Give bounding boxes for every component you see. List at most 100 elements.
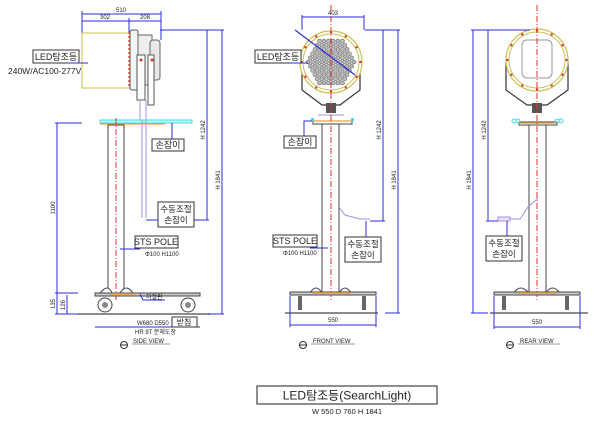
side-dim-302-208: 302 208 [82,15,161,32]
front-manual-handle-label-box [344,236,382,263]
bolt [521,84,524,87]
front-handle-label: 손잡이 [288,136,313,147]
finish-spec: HR 9T 분체도장 [135,328,176,336]
plate-label: 하철판 [146,293,163,301]
side-manual-handle-label-box [157,201,195,228]
side-pole-spec: Φ100 H1100 [145,252,179,258]
front-lamp-label: LED탐조등 [257,51,299,62]
led-cell [326,47,331,52]
led-cell [333,51,338,56]
bolt [550,33,553,36]
led-cell [310,59,315,65]
bolt [550,84,553,87]
dim-label: 510 [116,8,127,14]
led-cell [335,63,341,69]
bolt [565,58,568,62]
led-cell [312,55,318,61]
led-cell [340,72,345,77]
front-pole-label: STS POLE [273,236,317,246]
bolt [521,33,524,36]
front-handle-label-box [283,135,317,149]
led-cell [308,55,313,61]
led-cell [321,80,327,86]
side-lamp-housing [129,29,161,120]
bolt [561,73,564,76]
side-view-title: SIDE VIEW [133,339,164,345]
led-cell [321,63,327,69]
dim-label: 302 [100,15,111,21]
caster [298,296,302,310]
led-cell [340,47,345,52]
side-view: 510 302 208 [8,8,224,349]
led-cell [337,68,343,73]
dim-label: 550 [532,320,543,326]
led-cell [317,63,322,69]
caster [502,296,506,310]
bolt [304,46,307,49]
led-cell [349,55,354,61]
side-base-plate [94,292,201,297]
lamp-beam-area [81,32,131,89]
side-dim-510: 510 [81,8,162,40]
dim-label: 208 [140,15,151,21]
led-cell [342,59,348,65]
led-cell [344,55,350,61]
led-cell [314,51,320,56]
led-cell [335,80,341,86]
power-spec: 240W/AC100-277V [8,66,82,76]
led-cell [333,76,338,82]
led-cell [326,72,331,77]
bolt [304,75,307,78]
front-lamp-label-box [254,49,302,64]
dim-label: H 1242 [201,120,207,140]
caster [565,296,569,310]
led-cell [324,76,329,82]
led-cell [335,72,341,77]
led-cell [342,51,348,56]
led-cell [340,55,345,61]
dim-label: 550 [328,318,339,324]
led-cell [340,80,345,86]
title-box [256,385,438,405]
front-lamp-head [294,29,363,94]
led-cell [335,38,341,44]
side-lamp-label: LED탐조등 [35,51,77,62]
dim-label: H 1841 [392,170,398,190]
led-cell [326,80,331,86]
led-cell [331,38,336,44]
title-block: LED탐조등(SearchLight) W 550 D 760 H 1841 [256,385,438,416]
led-cell [314,59,320,65]
led-cell [319,76,325,82]
bolt [315,86,318,89]
dim-label: H 1242 [377,120,383,140]
led-cell [324,42,329,48]
dim-label: 126 [61,299,67,310]
led-cell [333,68,338,73]
bolt [506,58,509,62]
rear-manual-handle-label: 수동조절 [488,238,519,248]
front-view: 403 550 H 1242 [254,5,400,349]
base-label-box [171,316,198,328]
dim-label: H 1242 [482,120,488,140]
led-cell [324,68,329,73]
led-cell [351,59,357,65]
led-cell [317,55,322,61]
rear-view: 550 H 1242 H 1841 수동조절 손잡이 REAR VIEW [467,5,588,349]
led-cell [317,72,322,77]
led-cell [337,51,343,56]
led-cell [326,38,331,44]
bolt [355,75,358,78]
dim-label: H 1841 [467,170,473,190]
dim-label: 135 [51,298,57,309]
bolt [561,44,564,47]
front-view-title: FRONT VIEW [313,339,351,345]
led-cell [347,59,352,65]
base-spec: W680 D550 [137,321,169,327]
bolt [344,35,347,38]
led-cell [337,76,343,82]
bolt [510,73,513,76]
led-cell [337,42,343,48]
led-cell [340,38,345,44]
led-cell [317,80,322,86]
